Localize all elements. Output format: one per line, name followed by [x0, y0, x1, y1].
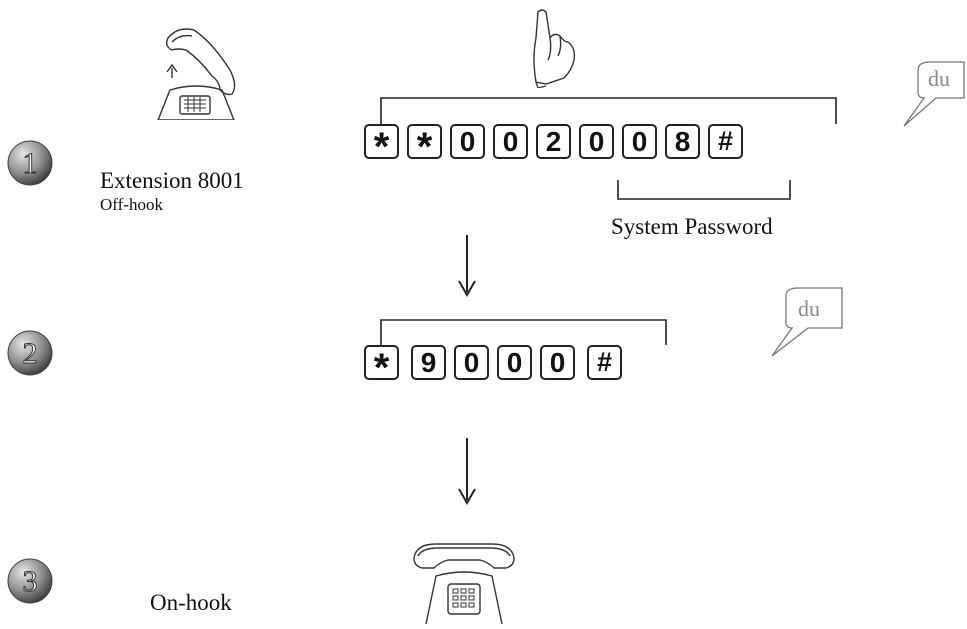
keypress-bracket-2: [380, 319, 667, 345]
down-arrow-icon: [458, 438, 476, 506]
key-star[interactable]: *: [364, 345, 399, 388]
keypress-bracket-1: [380, 97, 837, 124]
step-number: 3: [23, 565, 38, 598]
key-hash[interactable]: #: [587, 345, 622, 380]
key-0[interactable]: 0: [454, 345, 489, 380]
step-number: 2: [23, 337, 38, 370]
pointing-finger-icon: [524, 8, 584, 89]
key-0[interactable]: 0: [450, 124, 485, 159]
speech-text: du: [798, 296, 820, 321]
phone-on-hook-icon: [408, 540, 520, 625]
off-hook-label: Off-hook: [100, 195, 163, 214]
on-hook-label: On-hook: [150, 590, 232, 615]
step-1-keypad-sequence: * * 0 0 2 0 0 8 #: [364, 124, 743, 167]
key-hash[interactable]: #: [708, 124, 743, 159]
key-8[interactable]: 8: [665, 124, 700, 159]
system-password-label: System Password: [611, 214, 773, 239]
step-2-keypad-sequence: * 9 0 0 0 #: [364, 345, 622, 388]
key-star[interactable]: *: [407, 124, 442, 167]
down-arrow-icon: [458, 235, 476, 298]
key-2[interactable]: 2: [536, 124, 571, 159]
key-0[interactable]: 0: [540, 345, 575, 380]
phone-handset-lifted-icon: [150, 20, 245, 121]
system-password-bracket: [617, 180, 791, 200]
key-9[interactable]: 9: [411, 345, 446, 380]
key-star[interactable]: *: [364, 124, 399, 167]
key-0[interactable]: 0: [497, 345, 532, 380]
step-number: 1: [23, 147, 38, 180]
speech-text: du: [928, 66, 950, 91]
key-0[interactable]: 0: [622, 124, 657, 159]
extension-label: Extension 8001: [100, 168, 244, 193]
step-badge-3: 3: [7, 558, 53, 604]
speech-bubble-1: du: [900, 60, 967, 130]
key-0[interactable]: 0: [579, 124, 614, 159]
speech-bubble-2: du: [768, 286, 848, 358]
key-0[interactable]: 0: [493, 124, 528, 159]
step-badge-1: 1: [7, 140, 53, 186]
step-badge-2: 2: [7, 330, 53, 376]
